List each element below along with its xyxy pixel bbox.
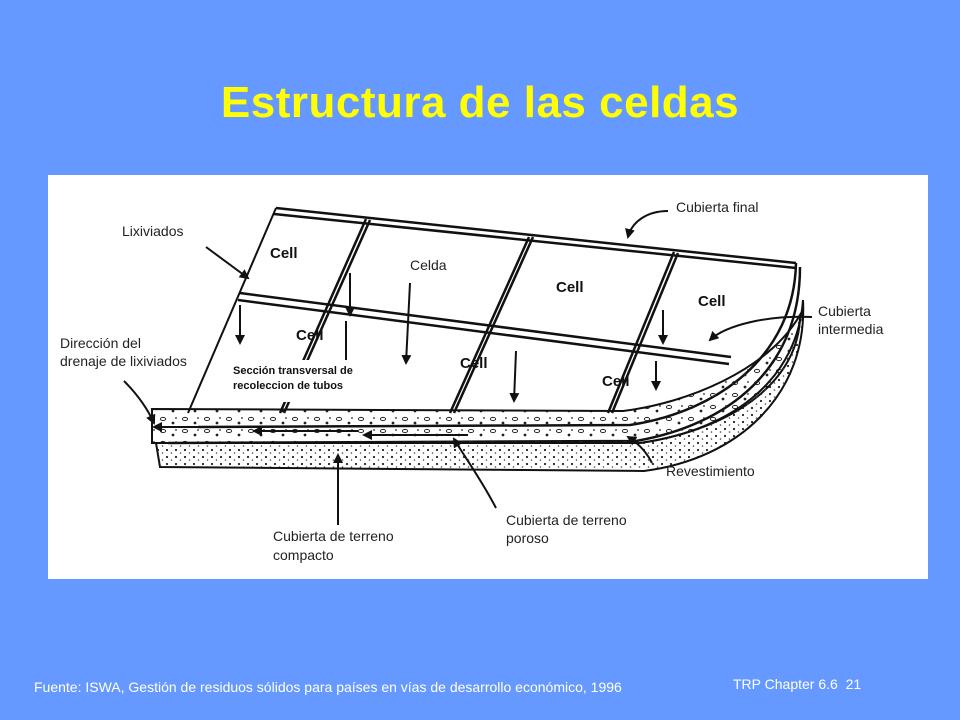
cell-label: Cell (556, 279, 584, 296)
cell-label: Cell (698, 293, 726, 310)
slide-title: Estructura de las celdas (220, 78, 740, 127)
pointer-lines (123, 210, 813, 525)
chapter-label: TRP Chapter 6.6 (733, 676, 838, 692)
intermediate-cover-label-1: Cubierta (818, 303, 871, 319)
drainage-direction-label-1: Dirección del (60, 335, 141, 351)
final-cover-label: Cubierta final (676, 199, 759, 215)
liner-label: Revestimiento (666, 463, 755, 479)
cell-label: Cell (460, 355, 488, 372)
page-number: 21 (845, 676, 862, 692)
pipe-section-label: Sección transversal de recoleccion de tu… (233, 360, 398, 402)
left-edge (187, 207, 277, 414)
cell-label: Cell (296, 327, 324, 344)
compact-soil-label-2: compacto (273, 547, 334, 563)
compact-soil-label-1: Cubierta de terreno (273, 528, 394, 544)
pipe-section-label-1: Sección transversal de (233, 365, 353, 377)
collection-pipe (237, 291, 732, 366)
source-citation: Fuente: ISWA, Gestión de residuos sólido… (34, 679, 622, 695)
final-cover-edge (273, 206, 797, 270)
compact-soil-layer (154, 299, 805, 473)
chapter-info: TRP Chapter 6.6 21 (733, 676, 861, 692)
pipe-section-label-2: recoleccion de tubos (233, 380, 344, 392)
cell-label: Cell (602, 373, 630, 390)
drainage-arrows (152, 422, 468, 440)
landfill-cell-diagram: Cell Cell Cell Cell Cell Cell Cubierta f… (48, 175, 928, 579)
leachate-label: Lixiviados (122, 223, 184, 239)
cell-spanish-label: Celda (410, 257, 447, 273)
drainage-direction-label-2: drenaje de lixiviados (60, 353, 187, 369)
porous-soil-label-1: Cubierta de terreno (506, 512, 627, 528)
cell-label: Cell (270, 245, 298, 262)
porous-soil-label-2: poroso (506, 530, 549, 546)
intermediate-cover-label-2: intermedia (818, 321, 884, 337)
